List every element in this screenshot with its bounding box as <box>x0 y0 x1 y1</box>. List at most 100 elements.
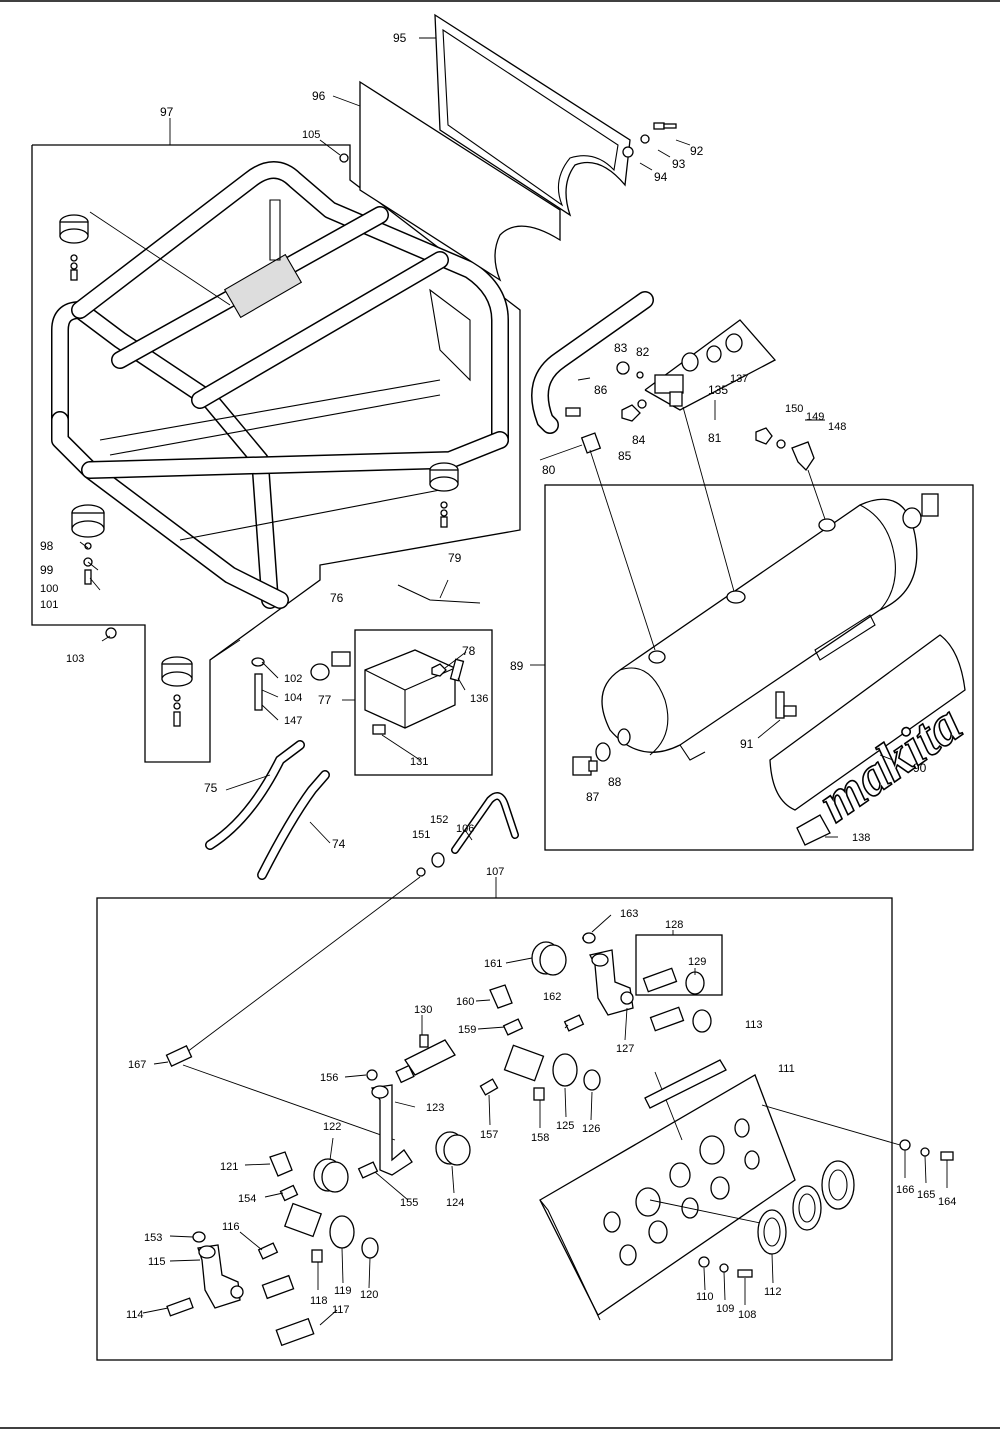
label-96: 96 <box>312 89 326 103</box>
oring-126 <box>583 1069 601 1091</box>
label-160: 160 <box>456 996 474 1008</box>
label-129: 129 <box>688 956 706 968</box>
nut-94 <box>622 146 634 158</box>
label-88: 88 <box>608 775 622 789</box>
label-92: 92 <box>690 144 704 158</box>
label-103: 103 <box>66 653 84 665</box>
label-105: 105 <box>302 129 320 141</box>
leader-lines <box>79 37 948 1326</box>
label-75: 75 <box>204 781 218 795</box>
motor-cover <box>364 649 456 735</box>
fitting-159 <box>502 1018 524 1036</box>
frame-group <box>31 144 521 763</box>
regulator-group-box <box>96 897 893 1361</box>
label-138 <box>796 814 831 846</box>
label-154: 154 <box>238 1193 256 1205</box>
nut-163 <box>582 932 596 944</box>
fitting-155 <box>357 1161 379 1179</box>
label-85: 85 <box>618 449 632 463</box>
washer-82 <box>636 371 644 379</box>
front-panel-111 <box>539 1074 796 1321</box>
label-81: 81 <box>708 431 722 445</box>
label-93: 93 <box>672 157 686 171</box>
label-94: 94 <box>654 170 668 184</box>
rubber-foot-lower <box>161 656 193 727</box>
seal-88 <box>595 742 611 762</box>
label-161: 161 <box>484 958 502 970</box>
label-159: 159 <box>458 1024 476 1036</box>
label-117: 117 <box>332 1304 350 1316</box>
label-166: 166 <box>896 1184 914 1196</box>
label-107: 107 <box>486 866 504 878</box>
label-116: 116 <box>222 1221 240 1233</box>
nut-83 <box>616 361 630 375</box>
label-106: 106 <box>456 823 474 835</box>
label-98: 98 <box>40 539 54 553</box>
fitting-116 <box>257 1242 279 1260</box>
label-127: 127 <box>616 1043 634 1055</box>
label-104: 104 <box>284 692 302 704</box>
nut-156 <box>366 1069 378 1081</box>
label-80: 80 <box>542 463 556 477</box>
label-114: 114 <box>126 1309 144 1321</box>
elbow-148 <box>791 441 815 472</box>
label-130: 130 <box>414 1004 432 1016</box>
regulator-125 <box>503 1044 578 1087</box>
nut-103 <box>105 627 117 639</box>
fitting-80 <box>580 432 602 454</box>
label-78: 78 <box>462 644 476 658</box>
label-112: 112 <box>764 1286 782 1298</box>
coupler-117 <box>261 1274 315 1347</box>
label-76: 76 <box>330 591 344 605</box>
drain-plug-87 <box>572 756 598 776</box>
nut-121 <box>269 1151 293 1177</box>
nut-152 <box>431 852 445 868</box>
bolt-164 <box>940 1151 954 1161</box>
label-115: 115 <box>148 1256 166 1268</box>
label-158: 158 <box>531 1132 549 1144</box>
bolt-108 <box>737 1269 753 1278</box>
bolt-92 <box>653 122 677 130</box>
label-89: 89 <box>510 659 524 673</box>
label-153: 153 <box>144 1232 162 1244</box>
nut-76 <box>331 651 351 667</box>
knob-118 <box>311 1249 323 1263</box>
cable-75 <box>205 740 305 850</box>
label-110: 110 <box>696 1291 714 1303</box>
bolt-104 <box>254 673 263 711</box>
label-124: 124 <box>446 1197 464 1209</box>
label-150: 150 <box>785 403 803 415</box>
gauge-124 <box>435 1131 471 1166</box>
label-79: 79 <box>448 551 462 565</box>
drain-valve-91 <box>775 691 797 719</box>
label-77: 77 <box>318 693 332 707</box>
knob-158 <box>533 1087 545 1101</box>
hose-86 <box>531 291 654 434</box>
label-148: 148 <box>828 421 846 433</box>
nut-166 <box>899 1139 911 1151</box>
valve-114 <box>166 1297 194 1317</box>
label-101: 101 <box>40 599 58 611</box>
label-121: 121 <box>220 1161 238 1173</box>
nut-153 <box>192 1231 206 1243</box>
nut-85 <box>621 404 641 422</box>
regulator-119 <box>283 1202 355 1249</box>
label-97: 97 <box>160 105 174 119</box>
check-valve-box <box>644 319 777 411</box>
label-74: 74 <box>332 837 346 851</box>
frame-group-box <box>31 144 521 763</box>
label-162: 162 <box>543 991 561 1003</box>
motor-cover-box <box>354 629 493 776</box>
air-tank <box>601 498 918 761</box>
gasket-95 <box>434 13 631 217</box>
label-147: 147 <box>284 715 302 727</box>
manifold-115 <box>197 1244 244 1309</box>
label-113: 113 <box>745 1019 763 1031</box>
label-118: 118 <box>310 1295 328 1307</box>
tee-123 <box>370 1084 413 1176</box>
label-84: 84 <box>632 433 646 447</box>
washer-149 <box>776 439 786 449</box>
manifold-127 <box>589 949 634 1016</box>
part-labels: 95 96 97 105 92 93 94 83 82 86 135 137 8… <box>40 31 956 1321</box>
check-valve <box>654 333 743 407</box>
